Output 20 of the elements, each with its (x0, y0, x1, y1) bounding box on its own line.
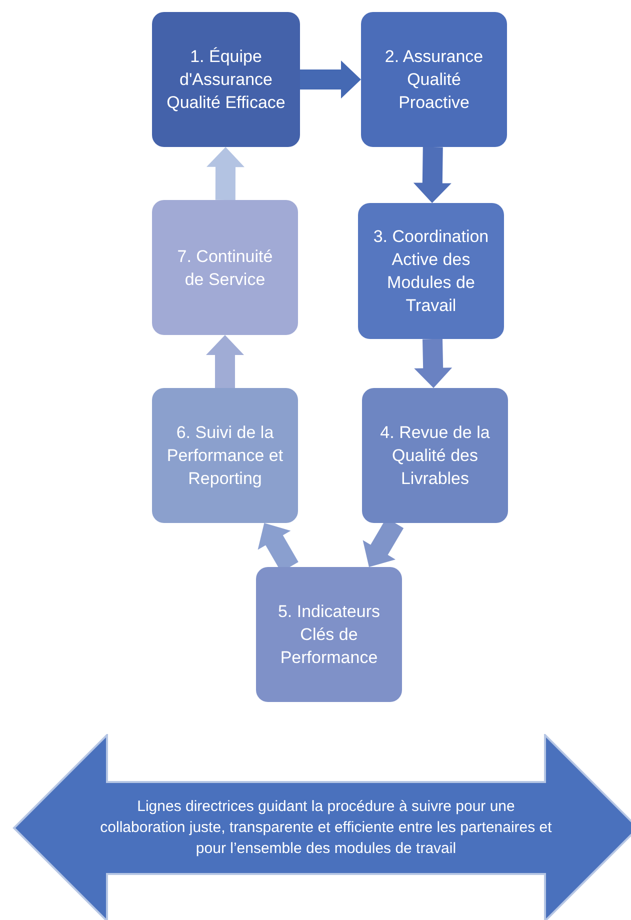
process-box (152, 12, 300, 147)
process-box (361, 12, 507, 147)
box-label: 1. Équipe d'Assurance Qualité Efficace (166, 46, 286, 114)
process-box (152, 388, 298, 523)
box-label: 4. Revue de la Qualité des Livrables (379, 422, 491, 490)
banner-text: Lignes directrices guidant la procédure à suivre pour une collaboration juste, transparente et efficiente entre les partenaires et pour l’ensemble des modules de travail (100, 797, 552, 859)
block-arrow (413, 146, 452, 203)
process-box (152, 200, 298, 335)
box-label: 2. Assurance Qualité Proactive (384, 46, 484, 114)
block-arrow (414, 338, 452, 388)
box-label: 7. Continuité de Service (176, 246, 274, 290)
process-box (362, 388, 508, 523)
block-arrow (206, 335, 244, 388)
process-box (358, 203, 504, 339)
block-arrow (300, 60, 361, 98)
box-label: 5. Indicateurs Clés de Performance (276, 601, 382, 669)
process-box (256, 567, 402, 702)
box-label: 3. Coordination Active des Modules de Travail (372, 226, 490, 317)
box-label: 6. Suivi de la Performance et Reporting (166, 422, 284, 490)
block-arrow (206, 147, 244, 200)
